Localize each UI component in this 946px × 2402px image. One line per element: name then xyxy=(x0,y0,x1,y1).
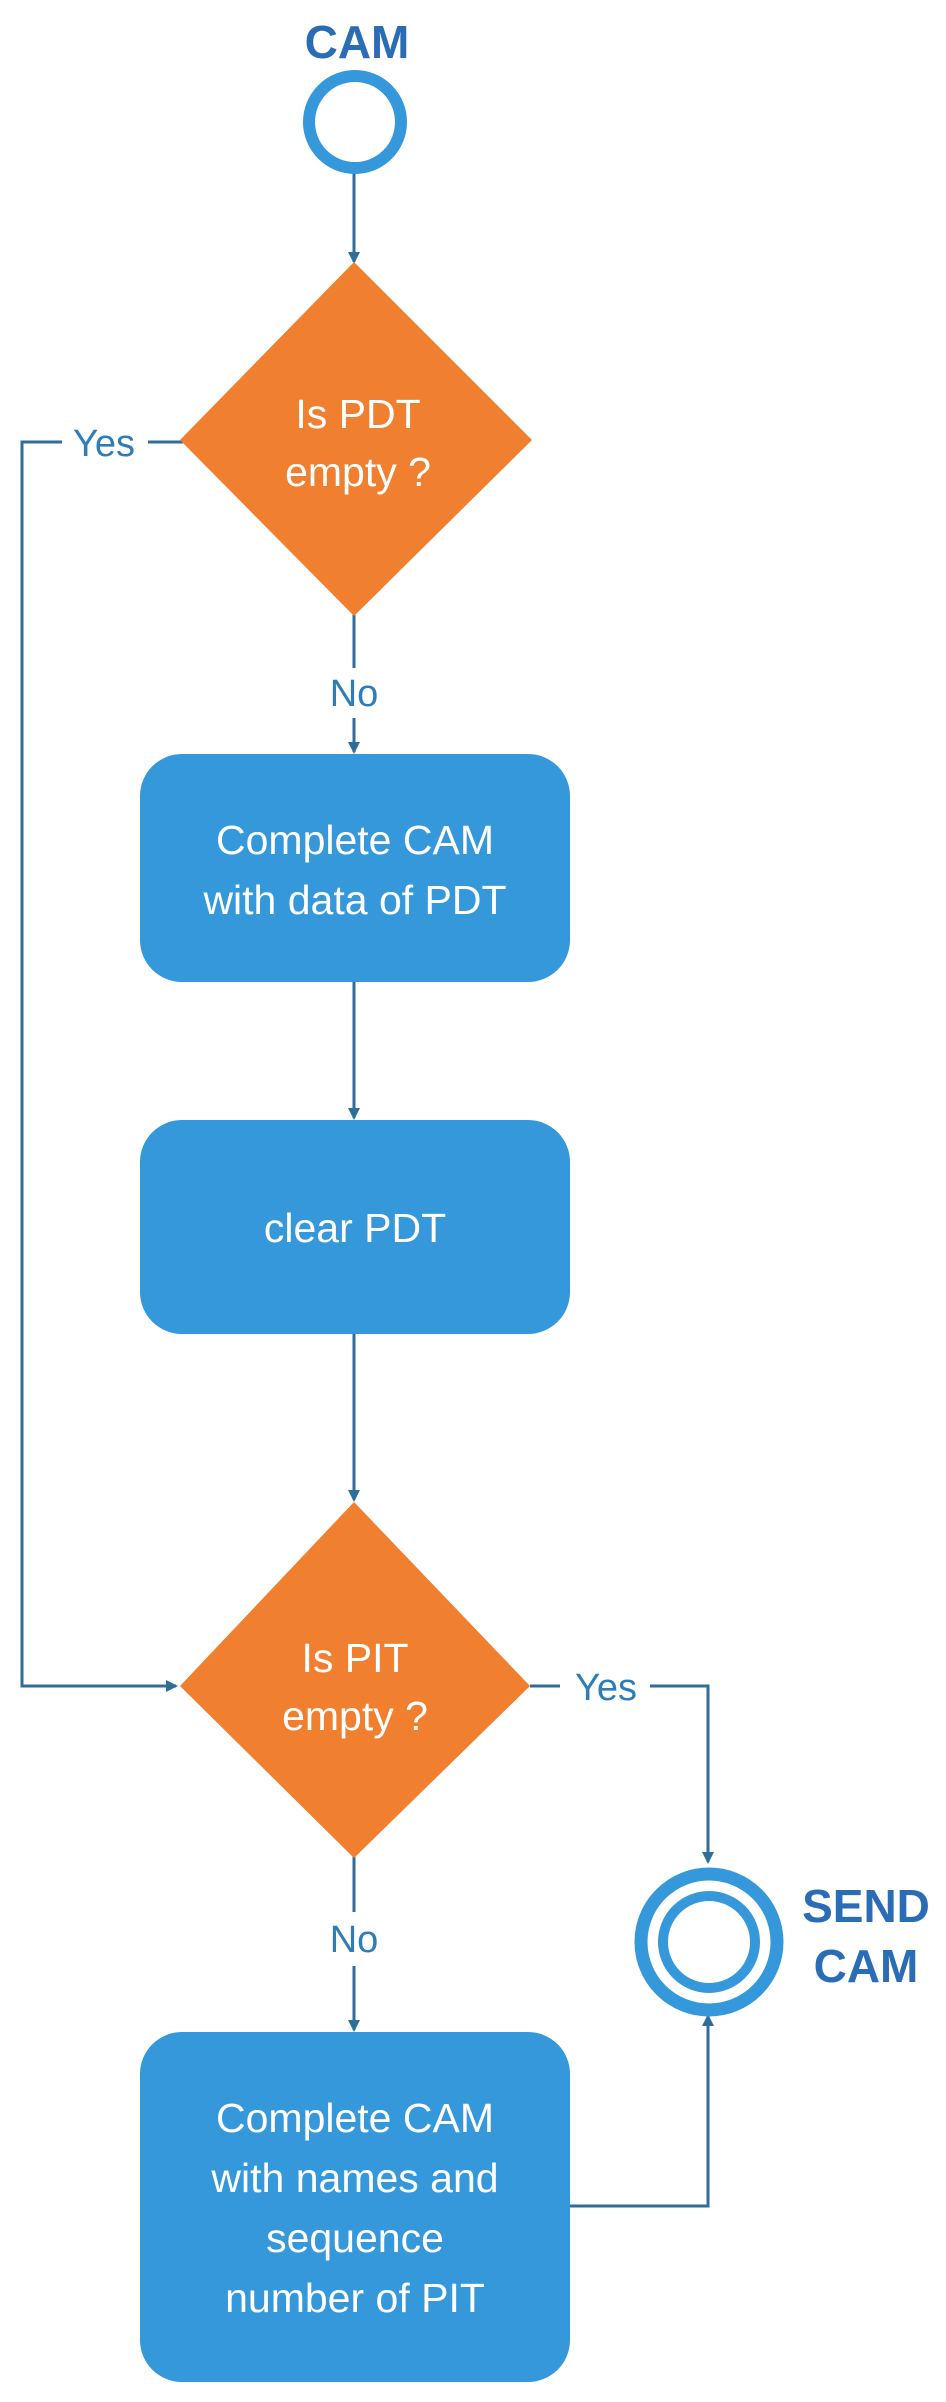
end-circle-inner xyxy=(658,1891,760,1993)
process-complete-pdt-line1: Complete CAM xyxy=(216,817,494,863)
decision-pdt: Is PDT empty ? xyxy=(180,262,532,616)
decision-pdt-line1: Is PDT xyxy=(295,391,420,437)
end-terminal: SEND CAM xyxy=(634,1867,930,2017)
process-complete-pit-line2: with names and xyxy=(210,2155,498,2201)
end-label-line1: SEND xyxy=(802,1880,930,1932)
edge-label-pit-no: No xyxy=(330,1919,379,1961)
connectors xyxy=(20,172,714,2208)
start-label: CAM xyxy=(305,16,410,68)
process-complete-pit-box xyxy=(140,2032,570,2382)
process-complete-pit: Complete CAM with names and sequence num… xyxy=(140,2032,570,2382)
process-clear-pdt-box xyxy=(140,1120,570,1334)
decision-pit-line1: Is PIT xyxy=(301,1635,408,1681)
process-clear-pdt-line1: clear PDT xyxy=(264,1205,446,1251)
process-complete-pit-line1: Complete CAM xyxy=(216,2095,494,2141)
process-complete-pit-line4: number of PIT xyxy=(225,2275,485,2321)
process-complete-pdt: Complete CAM with data of PDT xyxy=(140,754,570,982)
decision-pit-shape xyxy=(180,1502,530,1858)
decision-pit-line2: empty ? xyxy=(282,1693,428,1739)
start-terminal: CAM xyxy=(303,16,410,174)
edge-label-pdt-no: No xyxy=(330,673,379,715)
edge-pit-yes-b xyxy=(650,1684,714,1864)
process-complete-pdt-line2: with data of PDT xyxy=(202,877,506,923)
decision-pdt-line2: empty ? xyxy=(285,449,431,495)
edge-label-pit-yes: Yes xyxy=(575,1667,637,1709)
decision-pit: Is PIT empty ? xyxy=(180,1502,530,1858)
decision-pdt-shape xyxy=(180,262,532,616)
end-label-line2: CAM xyxy=(814,1940,919,1992)
end-circle-outer xyxy=(634,1867,784,2017)
edge-pdt-yes-b xyxy=(20,440,178,1692)
process-complete-pdt-box xyxy=(140,754,570,982)
process-complete-pit-line3: sequence xyxy=(266,2215,444,2261)
edge-label-pdt-yes: Yes xyxy=(73,423,135,465)
process-clear-pdt: clear PDT xyxy=(140,1120,570,1334)
start-circle xyxy=(303,70,407,174)
edge-pit-to-send xyxy=(570,2014,714,2208)
